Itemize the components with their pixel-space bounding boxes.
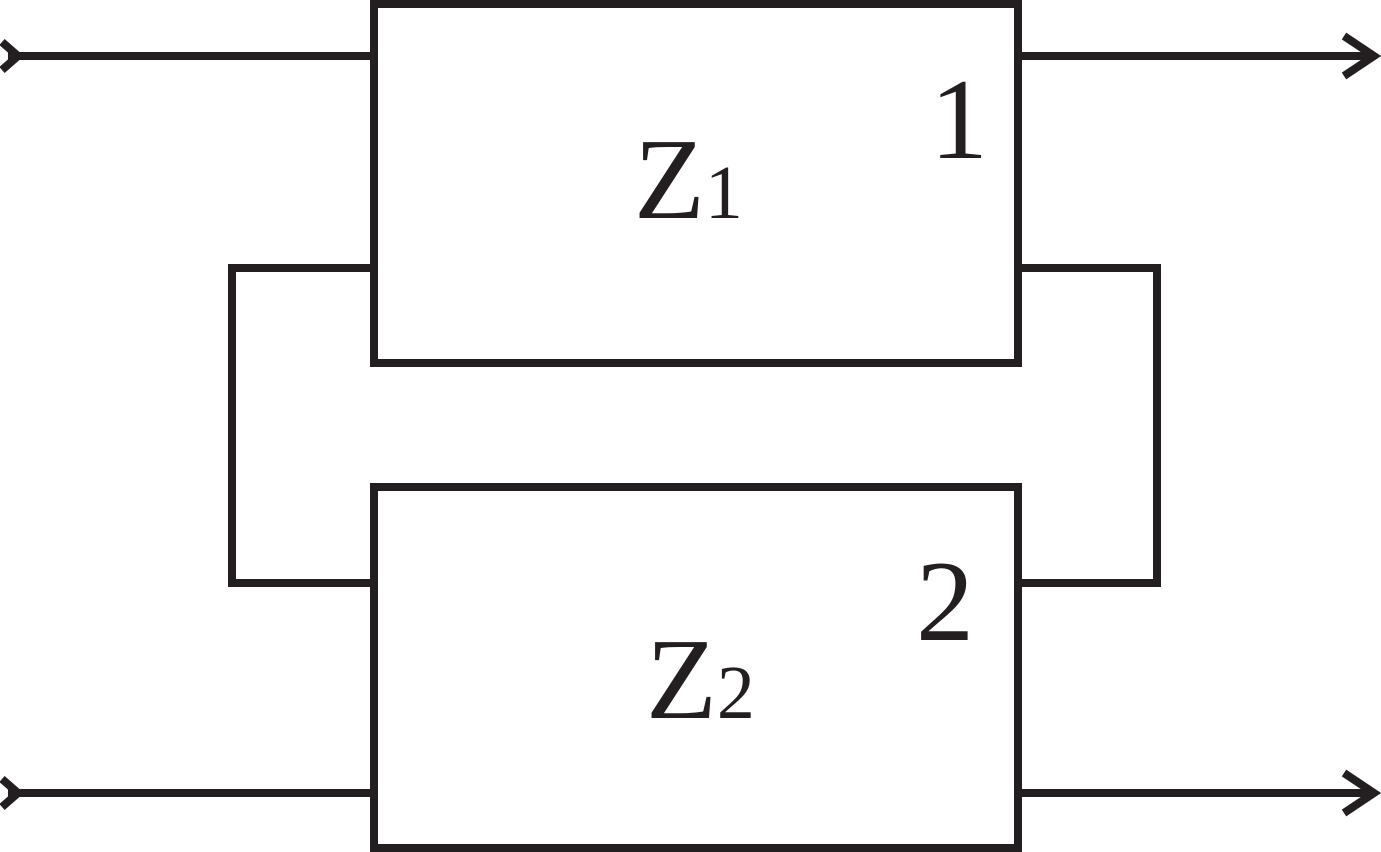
block-1-impedance-subscript: 1 [705,151,743,235]
left-series-connection-wire [228,264,374,587]
block-2-box [370,483,1022,852]
top-output-arrow-icon [1341,32,1381,80]
block-1-box [370,0,1022,367]
block-2-impedance-subscript: 2 [717,651,755,735]
block-2-impedance-symbol: Z [646,616,717,744]
top-input-arrow-icon [0,38,25,74]
bottom-output-arrow-icon [1341,769,1381,817]
block-2-number: 2 [916,538,974,666]
block-1-impedance-symbol: Z [634,116,705,244]
block-1-impedance-label: Z1 [634,116,743,244]
right-series-connection-wire [1018,264,1161,587]
bottom-input-arrow-icon [0,775,25,811]
block-2-impedance-label: Z2 [646,616,755,744]
block-1-number: 1 [930,56,988,184]
